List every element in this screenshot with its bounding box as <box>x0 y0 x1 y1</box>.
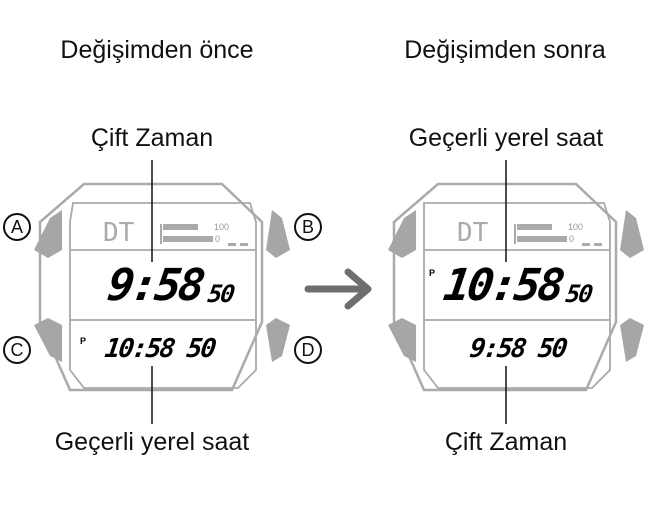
button-c-label: C <box>3 336 31 364</box>
right-top-label: Geçerli yerel saat <box>408 124 604 152</box>
button-a-label: A <box>3 213 31 241</box>
left-side-buttons <box>34 210 290 362</box>
button-d-label: D <box>294 336 322 364</box>
right-main-seconds: 50 <box>564 280 593 308</box>
right-main-pm: P <box>429 268 436 278</box>
left-main-seconds: 50 <box>206 280 235 308</box>
right-bar-graph <box>514 224 602 246</box>
left-bottom-label: Geçerli yerel saat <box>54 428 250 456</box>
leader-lines <box>151 160 507 424</box>
left-heading: Değişimden önce <box>60 36 254 64</box>
right-scale-low: 0 <box>569 234 575 244</box>
left-scale-low: 0 <box>215 234 221 244</box>
right-watch-case <box>392 182 618 392</box>
right-sub-time: 9:58 50 <box>467 334 568 364</box>
right-side-buttons <box>388 210 644 362</box>
button-b-label: B <box>294 213 322 241</box>
left-top-label: Çift Zaman <box>90 124 214 152</box>
left-bar-graph <box>160 224 248 246</box>
left-watch-case <box>38 182 264 392</box>
left-main-time: 9:58 <box>104 260 206 311</box>
left-scale-high: 100 <box>214 222 230 232</box>
right-mode-indicator: DT <box>457 218 489 248</box>
right-main-time: 10:58 <box>440 260 566 311</box>
arrow-icon <box>304 268 372 310</box>
left-mode-indicator: DT <box>103 218 135 248</box>
left-sub-time: 10:58 50 <box>102 334 217 364</box>
right-bottom-label: Çift Zaman <box>444 428 568 456</box>
left-sub-pm: P <box>80 336 87 346</box>
right-scale-high: 100 <box>568 222 584 232</box>
right-heading: Değişimden sonra <box>404 36 606 64</box>
